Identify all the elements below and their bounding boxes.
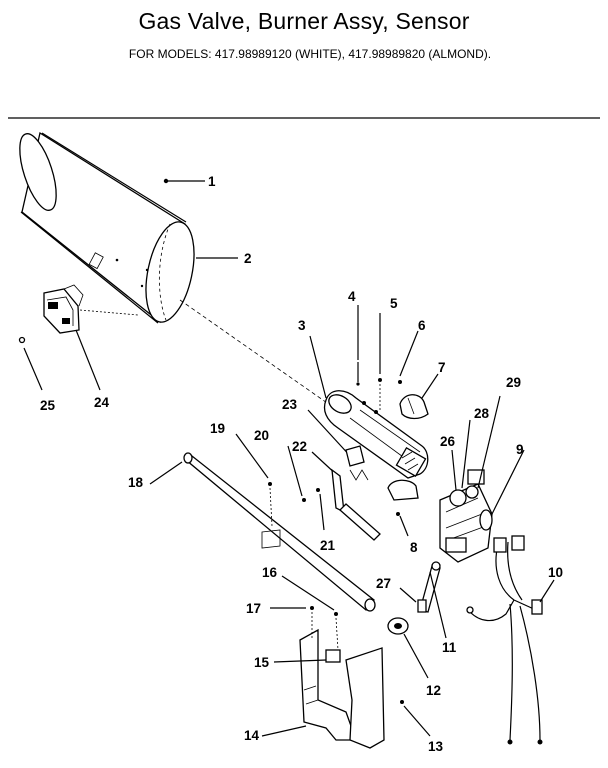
callout-7: 7 <box>438 360 446 375</box>
callout-4: 4 <box>348 289 356 304</box>
part-22-sensor-bracket <box>311 451 381 541</box>
part-gas-valve <box>439 395 525 563</box>
models-subtitle: FOR MODELS: 417.98989120 (WHITE), 417.98… <box>128 47 492 61</box>
callout-17: 17 <box>246 601 261 616</box>
page-title: Gas Valve, Burner Assy, Sensor <box>138 8 470 34</box>
callout-29: 29 <box>506 375 521 390</box>
part-burner-cylinder <box>19 131 195 324</box>
callout-22: 22 <box>292 439 307 454</box>
part-7-clip <box>399 373 439 420</box>
part-6-screw <box>398 330 419 384</box>
part-8-bracket <box>387 479 419 537</box>
callout-23: 23 <box>282 397 298 412</box>
callout-26: 26 <box>440 434 456 449</box>
part-27-screw <box>399 587 417 603</box>
part-23-igniter <box>307 409 369 481</box>
part-24-bracket <box>43 284 139 334</box>
part-17-screw <box>270 606 314 640</box>
callout-8: 8 <box>410 540 418 555</box>
part-13-screw <box>400 700 431 737</box>
part-10-wire-harness <box>466 535 555 745</box>
callout-5: 5 <box>390 296 398 311</box>
callout-16: 16 <box>262 565 278 580</box>
part-20-screw <box>287 445 306 502</box>
callout-13: 13 <box>428 739 444 754</box>
callout-11: 11 <box>442 640 457 655</box>
callout-25: 25 <box>40 398 56 413</box>
callout-20: 20 <box>254 428 269 443</box>
callout-14: 14 <box>244 728 260 743</box>
part-5-screw <box>378 313 382 410</box>
callout-21: 21 <box>320 538 336 553</box>
callout-3: 3 <box>298 318 306 333</box>
part-3-burner <box>323 390 429 479</box>
callout-10: 10 <box>548 565 563 580</box>
part-12-bushing <box>387 617 429 679</box>
callout-27: 27 <box>376 576 391 591</box>
part-25-screw <box>18 336 26 344</box>
callout-2: 2 <box>244 251 252 266</box>
part-15-plate <box>273 659 327 663</box>
callout-9: 9 <box>516 442 524 457</box>
callout-15: 15 <box>254 655 270 670</box>
part-16-screw <box>281 575 339 651</box>
callout-28: 28 <box>474 406 490 421</box>
part-11-sensor <box>417 561 447 639</box>
part-1-screw <box>163 178 205 184</box>
callout-1: 1 <box>208 174 216 189</box>
part-14-bracket <box>261 628 385 749</box>
part-18-tube <box>149 452 376 612</box>
callout-18: 18 <box>128 475 144 490</box>
part-19-screw <box>235 433 273 527</box>
callout-6: 6 <box>418 318 426 333</box>
callout-12: 12 <box>426 683 441 698</box>
part-4-pin <box>356 305 360 386</box>
callout-24: 24 <box>94 395 110 410</box>
callout-19: 19 <box>210 421 225 436</box>
part-21-screw <box>316 488 325 531</box>
